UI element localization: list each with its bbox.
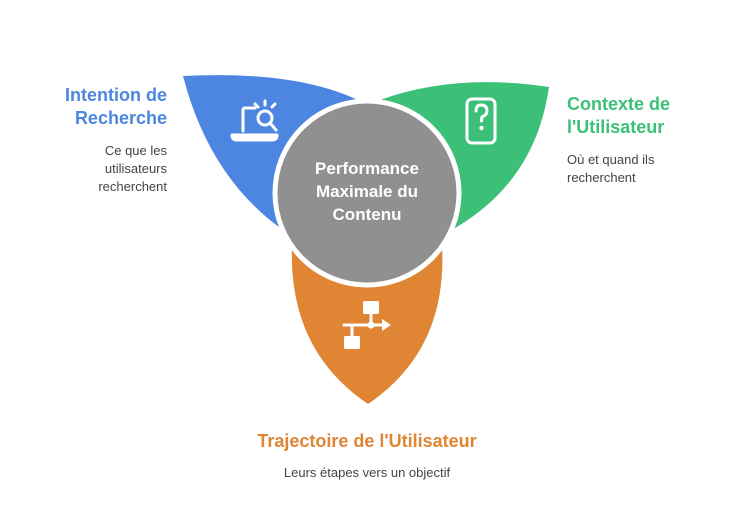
phone-question-icon [465,97,497,145]
left-description: Ce que les utilisateurs recherchent [98,143,167,194]
left-title: Intention de Recherche [65,85,167,128]
right-description: Où et quand ils recherchent [567,152,655,185]
right-title: Contexte de l'Utilisateur [567,94,671,137]
bottom-title: Trajectoire de l'Utilisateur [257,431,477,451]
bottom-description: Leurs étapes vers un objectif [283,465,451,480]
laptop-search-icon [230,99,279,142]
flowchart-icon [342,301,391,349]
center-circle [272,98,462,288]
center-label: Performance Maximale du Contenu [315,159,419,224]
